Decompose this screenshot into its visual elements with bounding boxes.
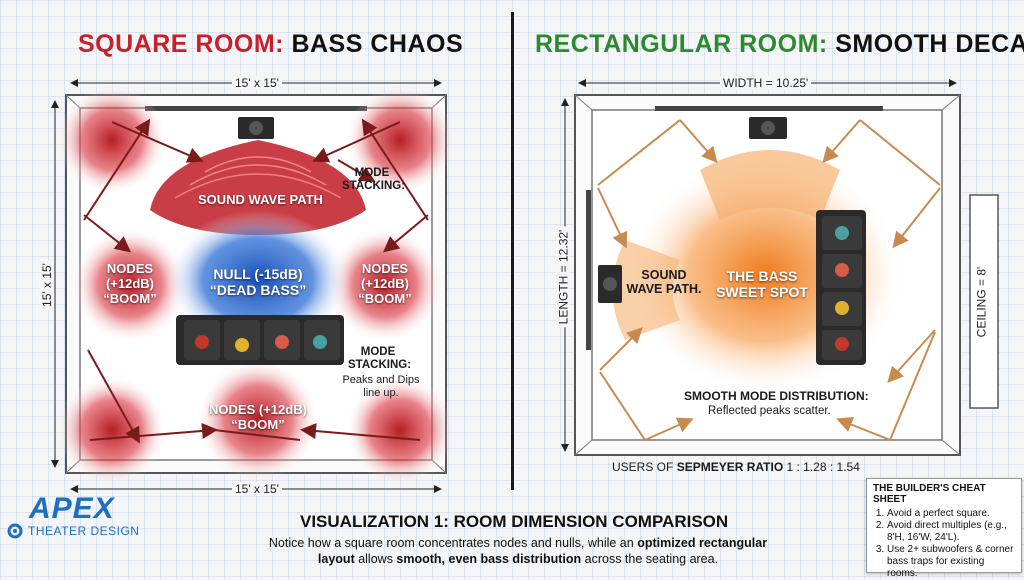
wave-arrow: [597, 119, 681, 186]
left-title: SQUARE ROOM: BASS CHAOS: [78, 30, 463, 59]
center-divider: [511, 12, 514, 490]
right-title-rest: SMOOTH DECAY: [835, 30, 1024, 58]
viewer: [313, 335, 327, 349]
cheat-sheet-list: Avoid a perfect square. Avoid direct mul…: [873, 508, 1015, 580]
wave-arrow: [597, 187, 628, 249]
wave-arrow: [822, 119, 861, 164]
left-screen: [145, 106, 367, 111]
right-screen-side: [586, 190, 591, 350]
logo-gear-icon: [7, 523, 23, 539]
footer-title: VISUALIZATION 1: ROOM DIMENSION COMPARIS…: [300, 512, 729, 531]
wave-arrow: [312, 121, 401, 163]
cheat-sheet-item: Use 2+ subwoofers & corner bass traps fo…: [887, 544, 1015, 580]
node-blob-right: [327, 227, 443, 343]
wave-arrow: [89, 422, 218, 441]
wave-arrow: [337, 159, 376, 183]
mode-stacking-top-label: MODE STACKING:: [342, 167, 406, 193]
mode-stacking-bottom-label: MODE STACKING:: [348, 346, 412, 372]
wave-arrow: [111, 121, 204, 163]
viewer: [835, 263, 849, 277]
left-node-label: NODES (+12dB) “BOOM”: [103, 261, 157, 306]
left-dim-top-label: 15' x 15': [232, 76, 282, 90]
viewer: [835, 337, 849, 351]
left-sound-wave-label: SOUND WAVE PATH: [198, 192, 323, 207]
wave-arrow: [892, 187, 941, 249]
smooth-mode-label: SMOOTH MODE DISTRIBUTION:: [684, 389, 869, 403]
cheat-sheet-item: Avoid a perfect square.: [887, 508, 1015, 520]
null-label: NULL (-15dB) “DEAD BASS”: [209, 266, 307, 299]
right-title-accent: RECTANGULAR ROOM:: [535, 30, 828, 58]
ceiling-label: CEILING = 8': [974, 266, 989, 338]
wave-arrow: [889, 331, 936, 441]
wave-arrow: [83, 214, 132, 253]
mode-blob: [345, 375, 455, 485]
right-title: RECTANGULAR ROOM: SMOOTH DECAY: [535, 30, 1024, 59]
left-title-rest: BASS CHAOS: [291, 30, 464, 58]
wave-arrow: [859, 119, 941, 186]
square-room-diagram: [51, 79, 455, 493]
footer-description: Notice how a square room concentrates no…: [268, 536, 768, 566]
rectangular-room-diagram: [561, 79, 999, 456]
wave-arrow: [599, 327, 643, 371]
cheat-sheet-item: Avoid direct multiples (e.g., 8'H, 16'W,…: [887, 520, 1015, 544]
right-side-wave-fan: [612, 240, 680, 340]
wave-arrow: [836, 417, 891, 441]
sepmeyer-ratio: USERS OF SEPMEYER RATIO 1 : 1.28 : 1.54: [612, 460, 860, 474]
left-sound-wave-fan: [150, 140, 366, 235]
right-dim-length-label: LENGTH = 12.32': [556, 226, 571, 328]
logo-tagline: THEATER DESIGN: [28, 524, 140, 538]
ceiling-box: [969, 194, 999, 409]
wave-arrow: [87, 349, 140, 444]
mode-blob: [57, 375, 167, 485]
node-blob-bottom: [196, 358, 320, 482]
right-sound-wave-label: SOUND WAVE PATH.: [626, 268, 702, 297]
wave-arrow: [83, 118, 151, 221]
right-screen-top: [655, 106, 883, 111]
right-node-label: NODES (+12dB) “BOOM”: [358, 261, 412, 306]
wave-arrow: [679, 119, 718, 164]
viewer: [835, 226, 849, 240]
sweet-spot-label: THE BASS SWEET SPOT: [716, 268, 808, 301]
left-dim-side-label: 15' x 15': [39, 260, 54, 310]
wave-arrow: [644, 417, 694, 441]
wave-arrow: [300, 423, 421, 441]
left-dim-bottom-label: 15' x 15': [232, 482, 282, 496]
mode-blob: [57, 85, 167, 195]
viewer: [195, 335, 209, 349]
cheat-sheet-heading: THE BUILDER'S CHEAT SHEET: [873, 483, 986, 505]
reflected-label: Reflected peaks scatter.: [708, 405, 831, 417]
bottom-node-label: NODES (+12dB) “BOOM”: [209, 402, 307, 432]
right-dim-width-label: WIDTH = 10.25': [720, 76, 812, 90]
wave-arrow: [382, 214, 429, 253]
wave-arrow: [361, 118, 429, 221]
wave-arrow: [213, 429, 301, 441]
wave-arrow: [599, 371, 646, 441]
right-sound-wave-fan: [700, 150, 840, 220]
wave-arrow: [887, 329, 936, 383]
left-title-accent: SQUARE ROOM:: [78, 30, 284, 58]
peaks-dips-label: Peaks and Dips line up.: [342, 374, 420, 399]
cheat-sheet: THE BUILDER'S CHEAT SHEET Avoid a perfec…: [866, 478, 1022, 579]
logo-wordmark: APEX: [29, 492, 115, 525]
viewer: [275, 335, 289, 349]
node-blob-left: [72, 227, 188, 343]
viewer: [835, 301, 849, 315]
viewer: [235, 338, 249, 352]
